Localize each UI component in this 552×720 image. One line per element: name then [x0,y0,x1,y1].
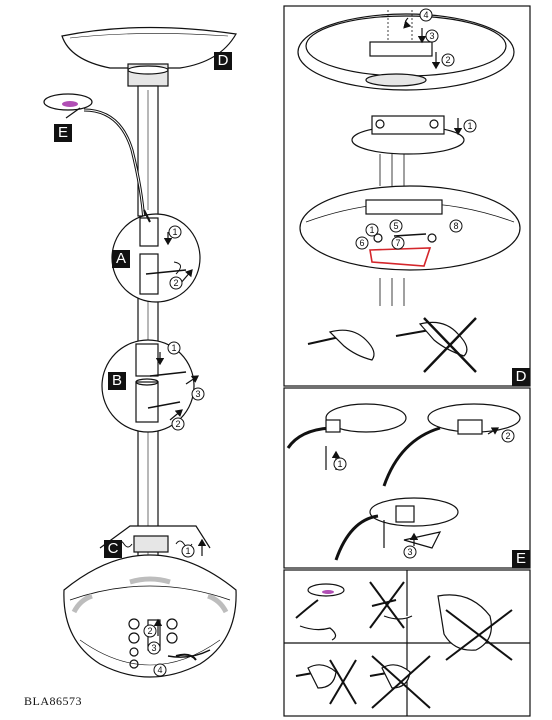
panel-e-border [283,387,531,569]
panel-tips-drawings [295,581,513,709]
step-label-c: C [104,540,122,558]
base-dome [63,554,237,678]
detail-b [101,339,199,433]
highlight-bulb [369,247,432,267]
step-label-a: A [112,250,130,268]
uplight-bowl [61,26,237,69]
document-code: BLA86573 [24,694,82,708]
panel-borders [283,5,531,717]
floor-lamp-overview [43,26,237,678]
reading-arm [83,108,146,223]
panel-d-drawings [297,10,521,373]
step-label-d: D [214,52,232,70]
panel-label-e: E [512,550,530,568]
panel-label-d: D [512,368,530,386]
panel-d-border [283,5,531,387]
step-label-b: B [108,372,126,390]
panel-e-drawings [286,403,521,561]
step-label-e: E [54,124,72,142]
